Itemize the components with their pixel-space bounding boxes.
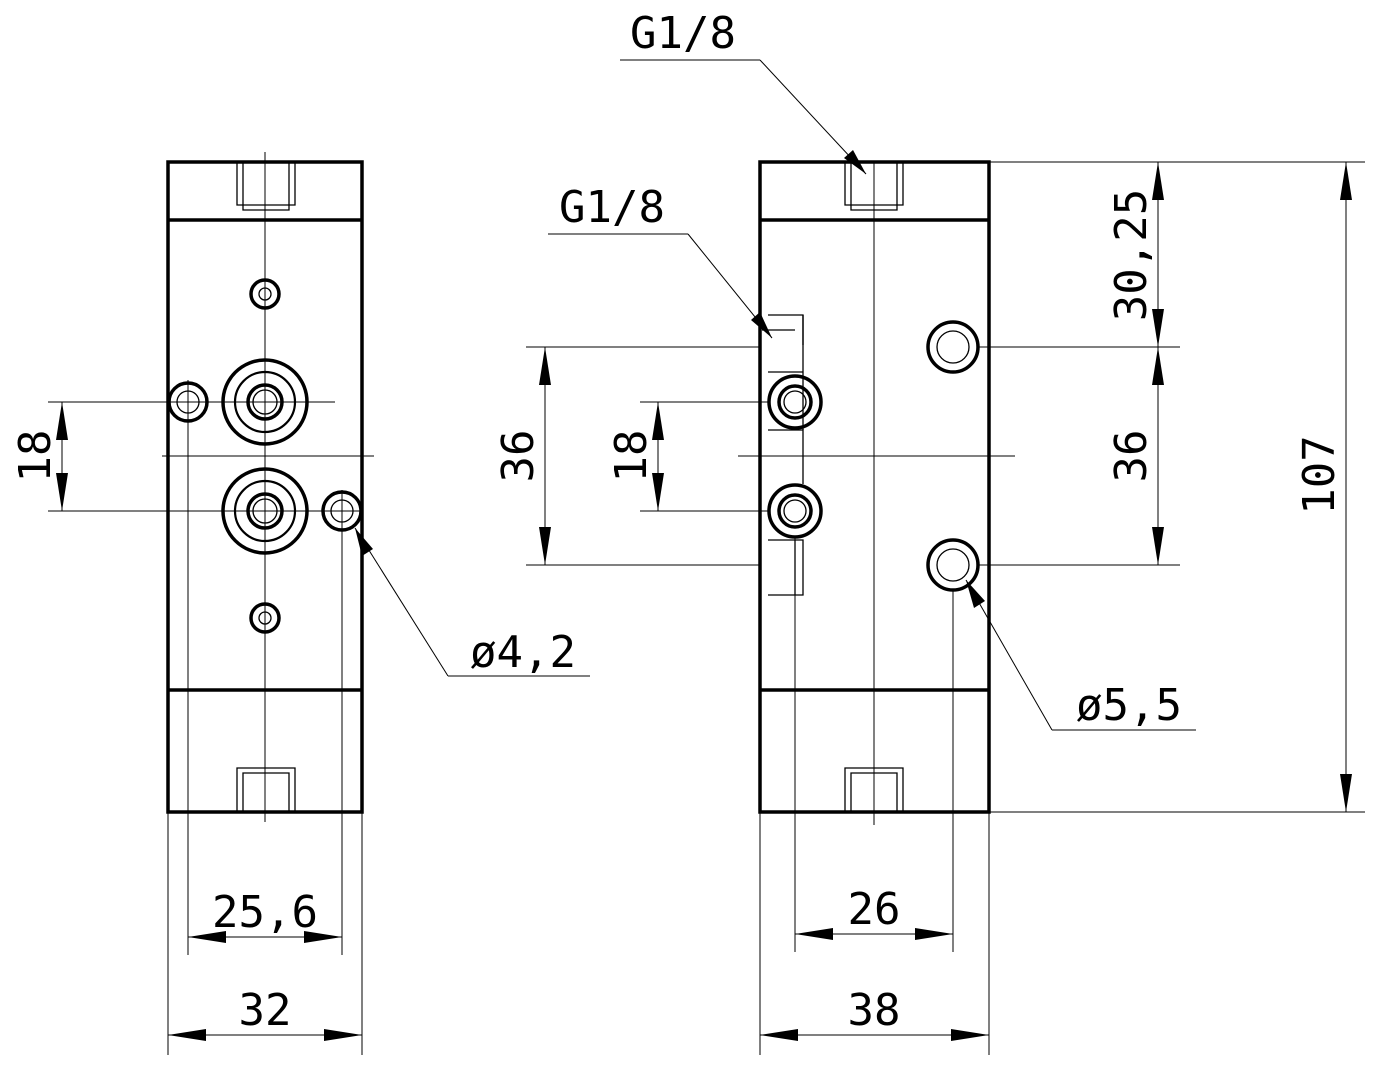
front-width-label: 32 [239,985,292,1036]
side-hole-diameter-label: ø5,5 [1076,680,1182,731]
mount-hole-spacing-label: 36 [1106,430,1157,483]
overall-height-dimension: 107 [1294,162,1352,812]
front-hole-diameter-callout: ø4,2 [354,527,590,678]
side-thread-label: G1/8 [559,182,665,233]
side-inner-width-label: 26 [848,884,901,935]
top-offset-dimension: 30,25 [1106,162,1164,347]
side-pitch-label: 18 [606,430,657,483]
front-view: 18 ø4,2 25,6 32 [10,152,590,1055]
front-width-dimension: 32 [167,812,363,1055]
front-pitch-dimension: 18 [10,401,362,512]
front-inner-width-label: 25,6 [212,887,318,938]
side-port-spacing-label: 36 [493,430,544,483]
side-hole-diameter-callout: ø5,5 [965,579,1196,731]
side-thread-callout: G1/8 [548,182,773,339]
front-bottom-thread-hole [236,767,296,812]
front-inner-width-dimension: 25,6 [188,887,342,943]
side-width-dimension: 38 [759,812,990,1055]
side-pitch-dimension: 18 [606,401,770,512]
front-bottom-screw [249,602,281,634]
side-port-block [762,314,804,596]
top-offset-label: 30,25 [1106,189,1157,321]
side-lower-port [767,483,823,539]
side-upper-mount-hole [926,320,980,374]
front-top-thread-hole [236,162,296,211]
top-thread-label: G1/8 [630,8,736,59]
side-width-label: 38 [848,985,901,1036]
side-lower-mount-hole [926,538,980,592]
front-hole-diameter-label: ø4,2 [470,627,576,678]
overall-height-label: 107 [1294,435,1345,514]
front-pitch-label: 18 [10,430,61,483]
mount-hole-spacing-dimension: 36 [1106,347,1164,565]
top-thread-callout: G1/8 [620,8,867,175]
side-inner-width-dimension: 26 [794,537,954,952]
side-port-spacing-dimension: 36 [493,346,760,566]
side-view: G1/8 G1/8 36 18 [493,8,1365,1055]
front-top-screw [249,278,281,310]
side-upper-port [767,374,823,430]
